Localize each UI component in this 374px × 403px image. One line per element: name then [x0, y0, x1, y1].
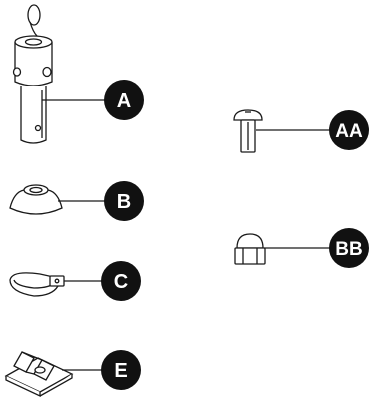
part-b-label: B	[117, 191, 131, 213]
part-a-badge: A	[104, 80, 144, 120]
part-aa-label: AA	[335, 121, 363, 142]
part-c-label: C	[114, 271, 128, 293]
part-e-label: E	[114, 360, 127, 382]
part-e-badge: E	[101, 350, 141, 390]
part-c-clamp-drawing	[9, 272, 65, 297]
part-c-badge: C	[101, 261, 141, 301]
part-bb-acorn-nut-drawing	[234, 233, 266, 265]
part-bb-label: BB	[335, 239, 362, 260]
part-b-badge: B	[104, 181, 144, 221]
part-bb-badge: BB	[329, 228, 369, 268]
part-b-cone-drawing	[9, 184, 63, 215]
part-a-downrod-drawing	[12, 4, 53, 144]
part-a-label: A	[117, 90, 131, 112]
part-aa-screw-drawing	[233, 109, 263, 153]
part-aa-badge: AA	[329, 110, 369, 150]
part-e-clip-drawing	[4, 351, 74, 398]
